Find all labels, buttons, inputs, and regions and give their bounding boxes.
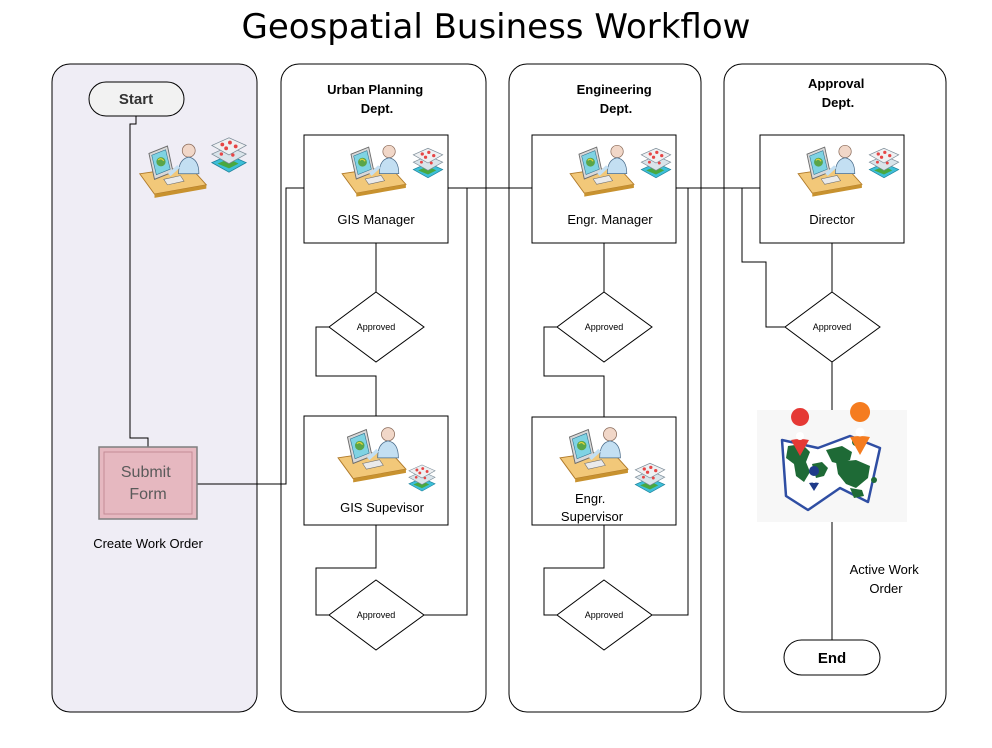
final-approval-decision-label: Approved (813, 322, 852, 332)
end-label: End (818, 650, 846, 667)
gis-supervisor-label: GIS Supevisor (340, 500, 424, 515)
connectors (129, 116, 833, 640)
start-terminator[interactable] (88, 81, 185, 117)
urban-approval-decision-2-label: Approved (357, 610, 396, 620)
active-work-order-label: Active Work Order (850, 562, 923, 596)
submit-form-bevel (103, 451, 193, 515)
lane-requester (51, 63, 258, 713)
lane-header-urban-planning: Urban Planning Dept. (327, 82, 427, 116)
submit-form-button[interactable] (98, 446, 198, 520)
create-work-order-label: Create Work Order (93, 536, 203, 551)
urban-approval-decision-2[interactable] (328, 579, 425, 651)
final-approval-decision[interactable] (784, 291, 881, 363)
engr-supervisor-label: Engr. Supervisor (561, 491, 624, 524)
submit-form-label: Submit Form (121, 464, 175, 503)
director-label: Director (809, 212, 855, 227)
engineering-approval-decision-1-label: Approved (585, 322, 624, 332)
engineering-approval-decision-1[interactable] (556, 291, 653, 363)
start-label: Start (119, 91, 153, 108)
end-terminator[interactable] (783, 639, 881, 676)
gis-manager-label: GIS Manager (337, 212, 415, 227)
engineering-approval-decision-2[interactable] (556, 579, 653, 651)
diagram-title: Geospatial Business Workflow (242, 7, 751, 47)
lane-header-engineering: Engineering Dept. (577, 82, 656, 116)
lane-header-approval: Approval Dept. (808, 76, 868, 110)
urban-approval-decision-1-label: Approved (357, 322, 396, 332)
engr-manager-label: Engr. Manager (567, 212, 653, 227)
urban-approval-decision-1[interactable] (328, 291, 425, 363)
world-map-with-location-pins-icon (757, 402, 907, 522)
engineering-approval-decision-2-label: Approved (585, 610, 624, 620)
